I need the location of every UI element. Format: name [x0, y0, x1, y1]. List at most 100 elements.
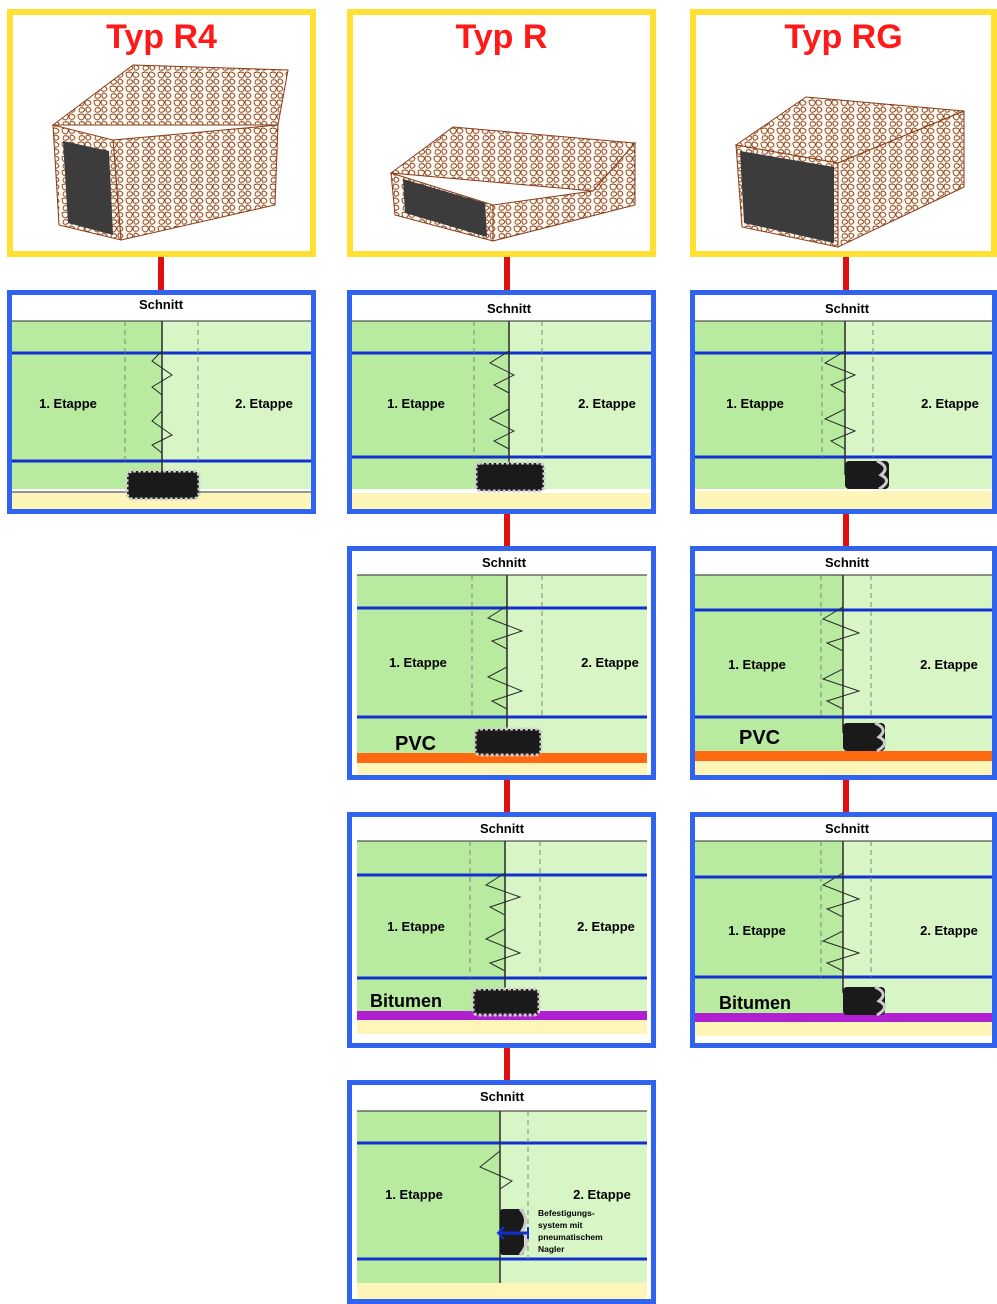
stage2-label: 2. Etappe [920, 657, 978, 672]
connector [504, 1047, 510, 1080]
band-profile-edge [518, 1207, 528, 1256]
band-profile-edge [874, 721, 886, 753]
band-profile [843, 987, 885, 1015]
section-drawing: Schnitt 1. Etappe 2. Etappe PVC [357, 555, 647, 775]
section-panel-rg: Schnitt 1. Etappe 2. Etappe [690, 290, 997, 514]
stage2-concrete [843, 575, 992, 751]
stage2-concrete [505, 841, 647, 1011]
band-profile-edge [874, 985, 886, 1017]
band-illustration-rg [734, 96, 965, 248]
section-panel-r-nailer: Schnitt 1. Etappe 2. Etappe Befestigungs… [347, 1080, 656, 1304]
stage1-label: 1. Etappe [728, 923, 786, 938]
section-title: Schnitt [139, 297, 184, 312]
joint-zigzag [488, 350, 516, 450]
joint-zigzag [484, 872, 522, 972]
joint-zigzag [821, 606, 861, 710]
connector [843, 257, 849, 290]
ground-strip [695, 1022, 992, 1036]
section-title: Schnitt [480, 821, 525, 836]
stage1-label: 1. Etappe [385, 1187, 443, 1202]
nail-arrow-icon [496, 1226, 505, 1240]
ground-strip [357, 1283, 647, 1299]
section-title: Schnitt [825, 821, 870, 836]
type-card-r4: Typ R4 [7, 9, 316, 257]
stage2-concrete [507, 575, 647, 753]
band-core-r [403, 179, 487, 237]
stage1-concrete [352, 321, 509, 489]
ground-strip [352, 493, 651, 509]
section-panel-r: Schnitt 1. Etappe 2. Etappe [347, 290, 656, 514]
bitumen-layer [695, 1013, 992, 1022]
pvc-layer [695, 751, 992, 761]
connector [504, 779, 510, 812]
stage2-label: 2. Etappe [578, 396, 636, 411]
section-drawing: Schnitt 1. Etappe 2. Etappe [695, 301, 992, 509]
type-card-rg: Typ RG [690, 9, 997, 257]
band-profile [474, 461, 546, 493]
pvc-label: PVC [395, 733, 436, 755]
section-panel-r4: Schnitt 1. Etappe 2. Etappe [7, 290, 316, 514]
connector [504, 257, 510, 290]
type-title-r4: Typ R4 [106, 18, 217, 56]
stage1-label: 1. Etappe [728, 657, 786, 672]
type-title-r: Typ R [455, 18, 548, 56]
section-title: Schnitt [480, 1089, 525, 1104]
band-profile [471, 987, 541, 1017]
bitumen-layer [357, 1011, 647, 1020]
stage2-label: 2. Etappe [921, 396, 979, 411]
fastening-note-line: pneumatischem [538, 1232, 603, 1242]
joint-zigzag [479, 1150, 514, 1190]
stage1-label: 1. Etappe [39, 396, 97, 411]
stage2-label: 2. Etappe [577, 919, 635, 934]
band-illustration-r [389, 126, 637, 242]
band-top-r [389, 126, 637, 192]
section-drawing: Schnitt 1. Etappe 2. Etappe [352, 301, 651, 509]
section-title: Schnitt [825, 555, 870, 570]
joint-zigzag [151, 350, 173, 454]
stage1-concrete [357, 841, 505, 1011]
band-profile [843, 723, 885, 751]
band-profile [473, 727, 543, 757]
section-panel-r-pvc: Schnitt 1. Etappe 2. Etappe PVC [347, 546, 656, 780]
band-side-r4 [112, 124, 279, 241]
stage1-label: 1. Etappe [387, 919, 445, 934]
stage2-label: 2. Etappe [235, 396, 293, 411]
section-panel-r-bitumen: Schnitt 1. Etappe 2. Etappe Bitumen [347, 812, 656, 1048]
stage1-label: 1. Etappe [726, 396, 784, 411]
connector [158, 257, 164, 290]
bitumen-label: Bitumen [719, 993, 791, 1013]
stage2-concrete [509, 321, 651, 489]
stage1-label: 1. Etappe [387, 396, 445, 411]
bitumen-label: Bitumen [370, 991, 442, 1011]
stage1-concrete [357, 575, 507, 753]
section-title: Schnitt [825, 301, 870, 316]
section-panel-rg-bitumen: Schnitt 1. Etappe 2. Etappe Bitumen [690, 812, 997, 1048]
stage1-label: 1. Etappe [389, 655, 447, 670]
type-card-r: Typ R [347, 9, 656, 257]
joint-zigzag [486, 605, 524, 710]
band-profile-edge [876, 459, 888, 491]
section-drawing: Schnitt 1. Etappe 2. Etappe [12, 297, 311, 509]
section-drawing: Schnitt 1. Etappe 2. Etappe Bitumen [695, 821, 992, 1036]
joint-zigzag [821, 872, 861, 972]
fastening-note-line: system mit [538, 1220, 583, 1230]
band-core-rg [740, 151, 834, 243]
ground-strip [357, 763, 647, 775]
band-illustration-r4 [51, 64, 289, 241]
section-panel-rg-pvc: Schnitt 1. Etappe 2. Etappe PVC [690, 546, 997, 780]
band-profile [125, 469, 201, 501]
band-top-r4 [51, 64, 289, 126]
section-title: Schnitt [487, 301, 532, 316]
section-drawing: Schnitt 1. Etappe 2. Etappe Bitumen [357, 821, 647, 1034]
ground-strip [12, 493, 311, 509]
ground-strip [695, 491, 992, 509]
stage2-label: 2. Etappe [581, 655, 639, 670]
stage2-label: 2. Etappe [573, 1187, 631, 1202]
stage2-concrete [843, 841, 992, 1013]
connector [843, 779, 849, 812]
stage1-concrete [695, 321, 845, 489]
section-drawing: Schnitt 1. Etappe 2. Etappe PVC [695, 555, 992, 775]
connector [504, 513, 510, 546]
pvc-layer [357, 753, 647, 763]
ground-strip [695, 761, 992, 775]
